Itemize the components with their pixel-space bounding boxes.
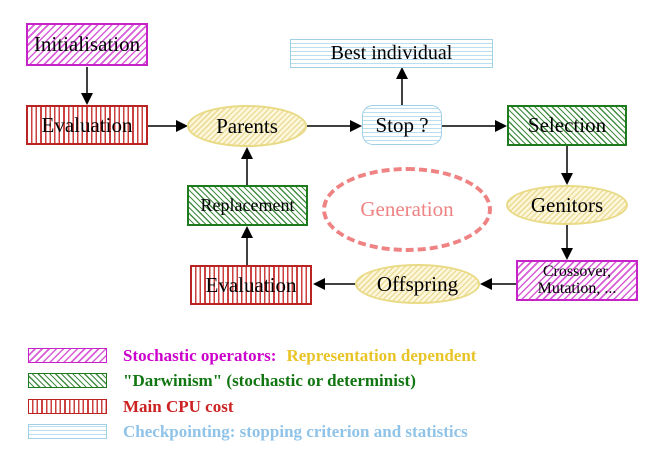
node-evaluation-bottom-label: Evaluation [205, 272, 297, 297]
generation-label: Generation [360, 197, 454, 221]
node-selection: Selection [507, 105, 627, 146]
node-parents: Parents [187, 105, 307, 147]
node-genitors: Genitors [506, 185, 628, 225]
node-crossover-line2: Mutation, ... [537, 279, 617, 297]
legend-label: Stochastic operators: Representation depe… [123, 346, 476, 366]
node-genitors-label: Genitors [530, 192, 604, 217]
arrow-evaluation-to-parents [148, 120, 188, 132]
legend-text-representation: Representation dependent [286, 346, 477, 365]
legend-swatch-green-hatch [28, 373, 107, 388]
legend-text-darwinism: "Darwinism" (stochastic or determinist) [123, 371, 416, 390]
arrow-initialisation-to-evaluation [81, 67, 93, 105]
node-offspring-label: Offspring [376, 271, 459, 296]
arrow-crossover-to-offspring [480, 278, 516, 290]
node-selection-label: Selection [527, 113, 607, 138]
legend-swatch-magenta-hatch [28, 348, 107, 363]
legend-text-checkpointing: Checkpointing: stopping criterion and st… [123, 422, 468, 441]
node-evaluation-top-label: Evaluation [41, 112, 133, 137]
arrow-replacement-to-parents [241, 147, 253, 185]
node-replacement: Replacement [187, 185, 308, 226]
node-initialisation-label: Initialisation [33, 32, 141, 57]
arrow-selection-to-genitors [561, 146, 573, 185]
legend-text-stochastic: Stochastic operators: [123, 346, 277, 365]
node-stop-label: Stop ? [375, 112, 429, 137]
legend-swatch-blue-stripes [28, 424, 107, 439]
node-parents-label: Parents [216, 113, 278, 138]
node-evaluation-top: Evaluation [26, 105, 148, 145]
generation-cycle-ellipse: Generation [322, 167, 492, 252]
node-offspring: Offspring [355, 264, 480, 304]
node-crossover-line1: Crossover, [542, 262, 612, 280]
node-crossover-mutation: Crossover, Mutation, ... [516, 260, 638, 301]
node-best-individual: Best individual [290, 39, 493, 68]
node-stop: Stop ? [362, 105, 442, 145]
node-replacement-label: Replacement [200, 195, 295, 216]
legend-swatch-red-stripes [28, 399, 107, 414]
legend-text-cpu-cost: Main CPU cost [123, 397, 234, 416]
node-best-individual-label: Best individual [330, 42, 453, 64]
node-evaluation-bottom: Evaluation [190, 265, 312, 305]
arrow-genitors-to-crossover [561, 225, 573, 260]
arrow-stop-to-best-individual [396, 67, 408, 105]
arrow-offspring-to-evaluation [313, 278, 355, 290]
arrow-parents-to-stop [307, 120, 362, 132]
node-initialisation: Initialisation [26, 23, 148, 66]
arrow-evaluation-to-replacement [241, 226, 253, 265]
arrow-stop-to-selection [442, 120, 507, 132]
